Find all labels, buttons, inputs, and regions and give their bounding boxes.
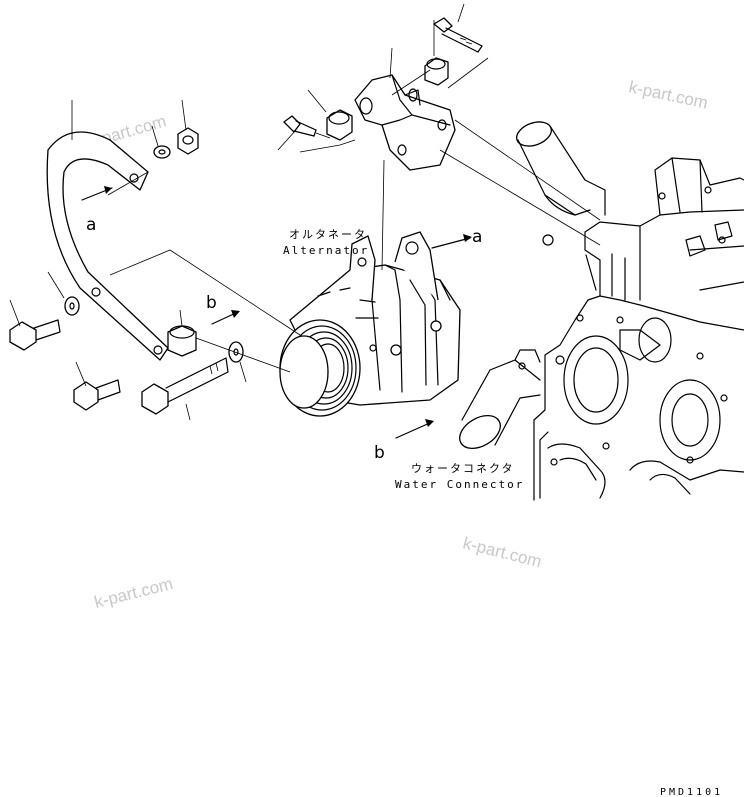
arrow-label-a: a — [86, 215, 96, 235]
arrow-label-b: b — [206, 293, 217, 313]
top-bolt — [433, 17, 483, 53]
drawing-code: PMD1101 — [660, 787, 723, 797]
arm-bolt-upper — [9, 319, 61, 351]
water-pipe — [516, 121, 606, 216]
watermark-text: k-part.com — [92, 574, 175, 612]
bracket-spacer — [326, 109, 353, 141]
water-connector-part — [459, 349, 541, 450]
arm-bolt-lower — [73, 379, 121, 411]
water-connector-label-jp: ウォータコネクタ — [411, 462, 515, 475]
adjusting-arm — [46, 131, 169, 361]
washer — [153, 145, 171, 159]
arrow-label-b: b — [374, 443, 385, 463]
alternator-part — [279, 231, 461, 417]
watermark-text: k-part.com — [461, 533, 544, 571]
alternator-bracket — [354, 74, 456, 171]
arm-spacer — [167, 325, 197, 357]
leader-lines — [9, 3, 601, 421]
arrows — [81, 186, 472, 439]
alternator-label-en: Alternator — [283, 244, 369, 257]
bracket-collar — [424, 57, 449, 86]
arrow-label-a: a — [472, 227, 482, 247]
bracket-bolt — [283, 115, 317, 137]
watermark-text: k-part.com — [627, 77, 709, 112]
arm-washer — [64, 296, 80, 316]
engine-block — [533, 157, 744, 501]
water-connector-label-en: Water Connector — [395, 478, 524, 491]
long-bolt — [141, 357, 229, 415]
alternator-label-jp: オルタネータ — [289, 228, 367, 241]
alternator-washer — [228, 341, 244, 363]
nut — [177, 127, 199, 155]
